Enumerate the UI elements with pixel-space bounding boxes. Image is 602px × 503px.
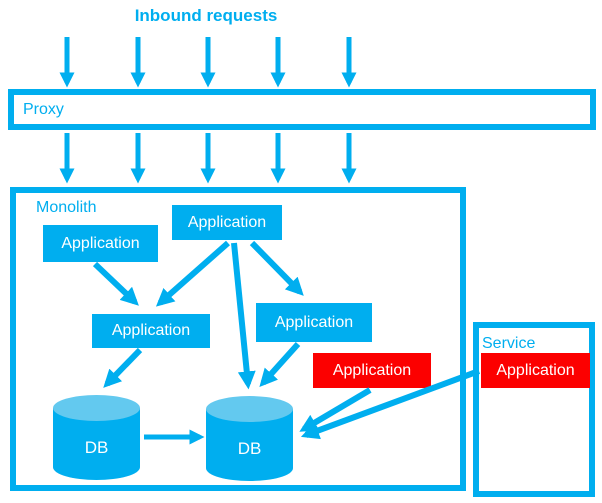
service-label: Service xyxy=(482,335,536,352)
proxy-box: Proxy xyxy=(8,89,596,130)
monolith-label: Monolith xyxy=(36,199,97,216)
db-cylinder-top-ellipse xyxy=(53,395,140,421)
application-box-service: Application xyxy=(481,353,590,388)
application-box-top-center: Application xyxy=(172,205,282,240)
db-label: DB xyxy=(237,438,262,458)
db-cylinder-right: DB xyxy=(206,396,293,481)
application-box-red-monolith: Application xyxy=(313,353,431,388)
application-box-middle: Application xyxy=(92,314,210,348)
db-cylinder-top-ellipse xyxy=(206,396,293,422)
diagram-title: Inbound requests xyxy=(134,6,278,25)
service-box: Service xyxy=(473,322,595,497)
db-cylinder-left: DB xyxy=(53,395,140,480)
application-box-top-left: Application xyxy=(43,225,158,262)
proxy-label: Proxy xyxy=(23,100,64,118)
application-box-right: Application xyxy=(256,303,372,342)
db-label: DB xyxy=(84,437,109,457)
